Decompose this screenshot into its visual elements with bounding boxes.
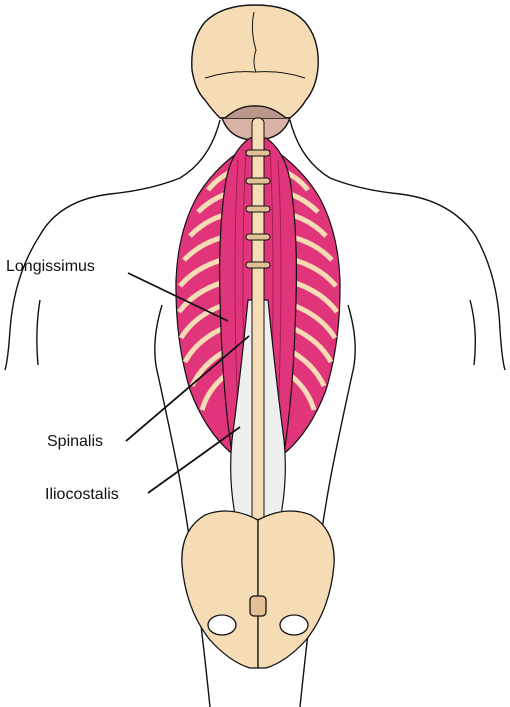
label-longissimus: Longissimus <box>6 258 95 275</box>
label-iliocostalis: Iliocostalis <box>45 486 119 503</box>
iliocostalis-leader-line <box>148 427 240 493</box>
label-spinalis: Spinalis <box>47 433 103 450</box>
pelvis <box>182 511 334 668</box>
